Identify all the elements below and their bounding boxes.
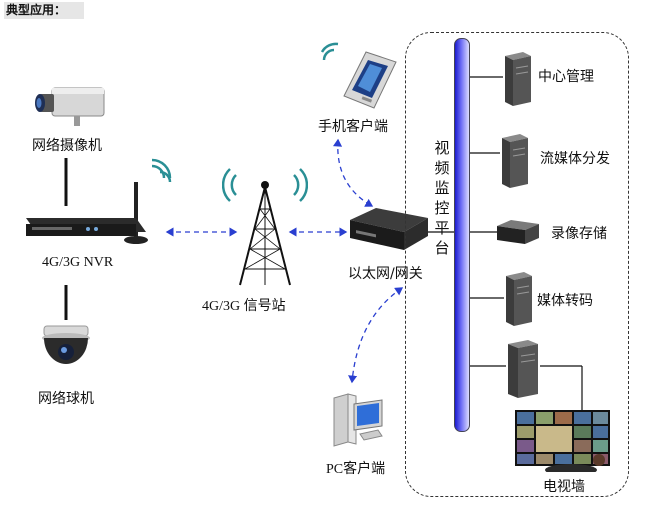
nvr-wireless-icon — [151, 158, 172, 183]
ip-camera-icon — [35, 87, 105, 126]
video-wall-icon — [515, 410, 610, 472]
dome-camera-icon — [42, 325, 90, 364]
page-title: 典型应用： — [4, 2, 84, 19]
platform-bus — [454, 38, 470, 432]
service-label-video-wall: 电视墙 — [543, 479, 585, 495]
server-tower-icon — [508, 340, 538, 398]
gateway-label: 以太网/网关 — [348, 266, 423, 282]
platform-boundary — [405, 32, 629, 497]
server-tower-icon — [505, 52, 531, 106]
gateway-router-icon — [350, 208, 428, 250]
base-station-label: 4G/3G 信号站 — [202, 299, 286, 314]
gateway-pc-link — [348, 287, 404, 384]
dome-camera-label: 网络球机 — [38, 391, 94, 407]
service-label-transcoding: 媒体转码 — [537, 293, 593, 309]
storage-box-icon — [497, 220, 539, 244]
mobile-gateway-link — [333, 138, 374, 207]
mobile-client-label: 手机客户端 — [318, 119, 388, 135]
service-label-storage: 录像存储 — [551, 226, 607, 242]
service-label-streaming: 流媒体分发 — [540, 151, 610, 167]
smartphone-icon — [320, 42, 397, 109]
server-tower-icon — [506, 272, 532, 326]
signal-tower-icon — [222, 168, 308, 286]
nvr-label: 4G/3G NVR — [42, 255, 114, 270]
desktop-pc-icon — [333, 393, 383, 447]
service-label-center-management: 中心管理 — [538, 69, 594, 85]
server-tower-icon — [502, 134, 528, 188]
nvr-icon — [26, 182, 148, 244]
pc-client-label: PC客户端 — [326, 462, 386, 477]
ip-camera-label: 网络摄像机 — [32, 138, 102, 154]
platform-title: 视频监控平台 — [434, 139, 450, 257]
